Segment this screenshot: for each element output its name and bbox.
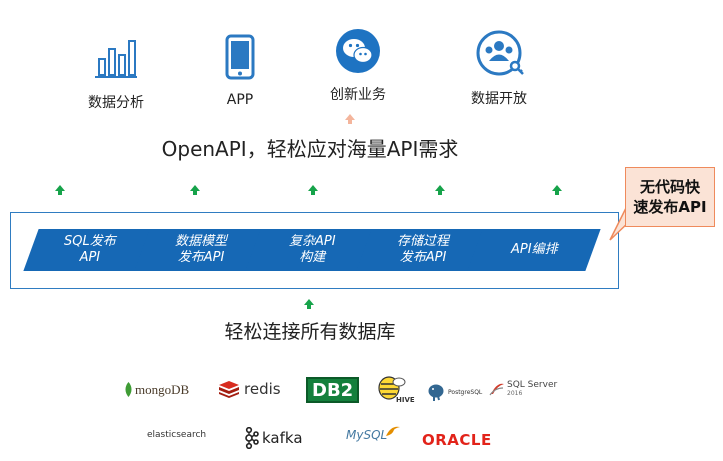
top-item-label: 数据分析	[88, 95, 144, 111]
kafka-logo: kafka	[243, 427, 303, 449]
api-capabilities-box: SQL发布 API 数据模型 发布API 复杂API 构建 存储过程 发布API…	[10, 212, 619, 289]
api-item-label: 数据模型 发布API	[174, 234, 227, 265]
postgresql-text: PostgreSQL	[448, 388, 483, 396]
up-arrow-icon	[435, 185, 445, 195]
top-item-innovation: 创新业务	[303, 22, 413, 104]
callout-text: 无代码快 速发布API	[633, 178, 707, 216]
hive-text: HIVE	[396, 396, 415, 404]
mongodb-logo: mongoDB	[124, 382, 189, 398]
mysql-logo: MySQL	[346, 426, 401, 442]
bar-chart-icon	[61, 28, 171, 86]
redis-text: redis	[244, 380, 281, 398]
db2-logo: DB2	[306, 377, 360, 403]
hive-bee-icon	[378, 376, 406, 400]
up-arrow-icon	[345, 114, 355, 124]
wechat-icon	[303, 22, 413, 80]
mobile-phone-icon	[185, 28, 295, 86]
api-item-orchestration: API编排	[467, 229, 601, 271]
leaf-icon	[125, 382, 132, 397]
elasticsearch-logo: elasticsearch	[147, 430, 206, 440]
up-arrow-icon	[552, 185, 562, 195]
main-title: OpenAPI，轻松应对海量API需求	[161, 137, 459, 161]
api-item-label: 存储过程 发布API	[396, 234, 449, 265]
top-item-data-open: 数据开放	[444, 24, 554, 108]
mysql-text: MySQL	[346, 428, 388, 442]
dolphin-icon	[386, 426, 401, 436]
top-item-label: APP	[226, 92, 254, 108]
up-arrow-icon	[304, 299, 314, 309]
up-arrow-icon	[190, 185, 200, 195]
sqlserver-icon	[489, 383, 504, 395]
elasticsearch-text: elasticsearch	[147, 430, 207, 440]
top-item-label: 创新业务	[330, 87, 386, 103]
users-key-icon	[444, 24, 554, 82]
oracle-logo: ORACLE	[422, 431, 492, 449]
callout-no-code: 无代码快 速发布API	[625, 167, 715, 227]
kafka-nodes-icon	[245, 427, 259, 449]
api-item-label: 复杂API 构建	[288, 234, 336, 265]
top-item-label: 数据开放	[471, 91, 527, 107]
sqlserver-year: 2016	[507, 390, 523, 397]
top-item-data-analysis: 数据分析	[61, 28, 171, 112]
kafka-text: kafka	[262, 429, 303, 447]
redis-logo: redis	[218, 380, 281, 398]
bottom-title: 轻松连接所有数据库	[224, 321, 396, 343]
top-item-app: APP	[185, 28, 295, 108]
up-arrow-icon	[308, 185, 318, 195]
sqlserver-text: SQL Server	[507, 380, 558, 390]
oracle-text: ORACLE	[422, 431, 492, 449]
postgresql-logo: PostgreSQL	[426, 382, 482, 402]
redis-cube-icon	[219, 381, 239, 398]
api-item-label: SQL发布 API	[64, 234, 116, 265]
mongodb-text: mongoDB	[135, 382, 190, 397]
hive-logo: HIVE	[375, 374, 415, 408]
sqlserver-logo: SQL Server 2016	[489, 380, 557, 397]
up-arrow-icon	[55, 185, 65, 195]
elephant-icon	[427, 383, 445, 401]
db2-text: DB2	[312, 379, 354, 401]
api-item-label: API编排	[510, 242, 558, 257]
